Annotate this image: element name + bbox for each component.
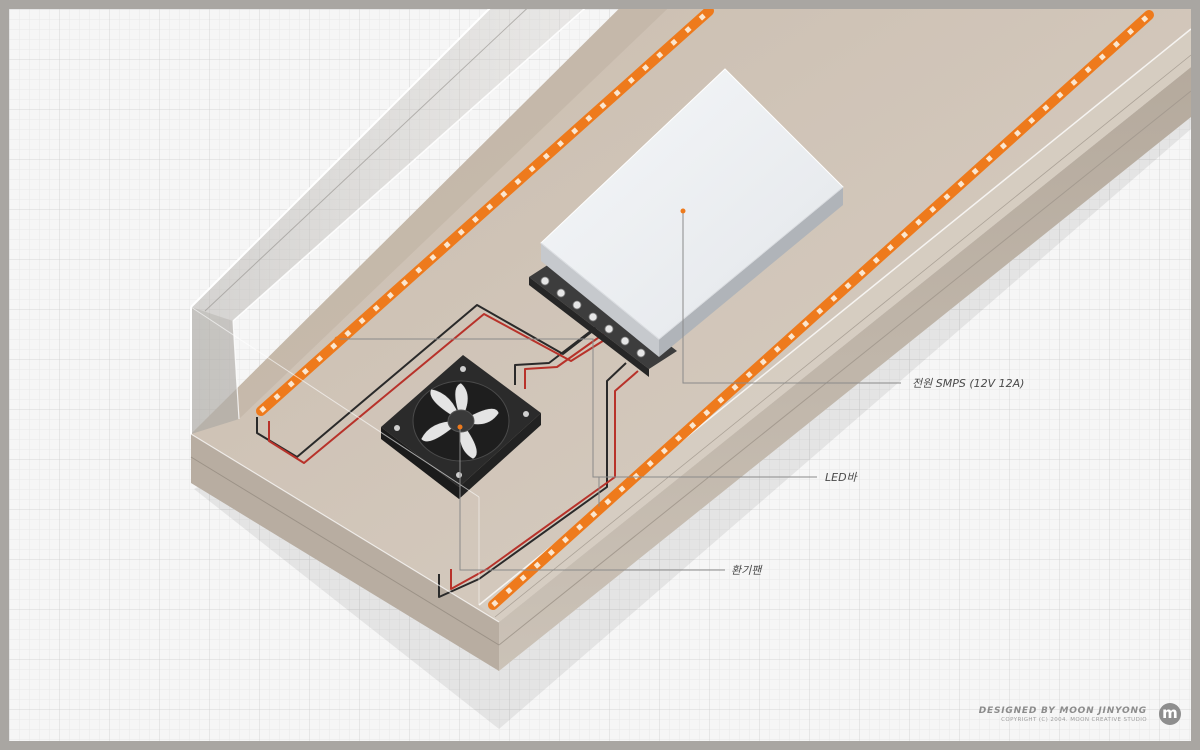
smps-power-supply bbox=[540, 68, 844, 357]
led-strip-left bbox=[256, 9, 714, 416]
label-fan: 환기팬 bbox=[731, 564, 762, 577]
diagram-frame: 전원 SMPS (12V 12A) LED바 환기팬 DESIGNED BY M… bbox=[9, 9, 1191, 741]
credit-designer: DESIGNED BY MOON JINYONG bbox=[978, 706, 1147, 716]
label-smps: 전원 SMPS (12V 12A) bbox=[912, 377, 1025, 390]
led-box-diagram bbox=[9, 9, 1191, 741]
label-led-bar: LED바 bbox=[825, 471, 857, 484]
leader-lines bbox=[337, 211, 901, 571]
wire-red bbox=[268, 313, 639, 590]
fan-icon bbox=[381, 355, 541, 499]
logo-icon: m bbox=[1159, 703, 1181, 725]
credit-copyright: COPYRIGHT (C) 2004. MOON CREATIVE STUDIO bbox=[1001, 717, 1147, 723]
anchor-dots bbox=[334, 208, 686, 512]
credit-block: DESIGNED BY MOON JINYONG COPYRIGHT (C) 2… bbox=[979, 706, 1147, 723]
